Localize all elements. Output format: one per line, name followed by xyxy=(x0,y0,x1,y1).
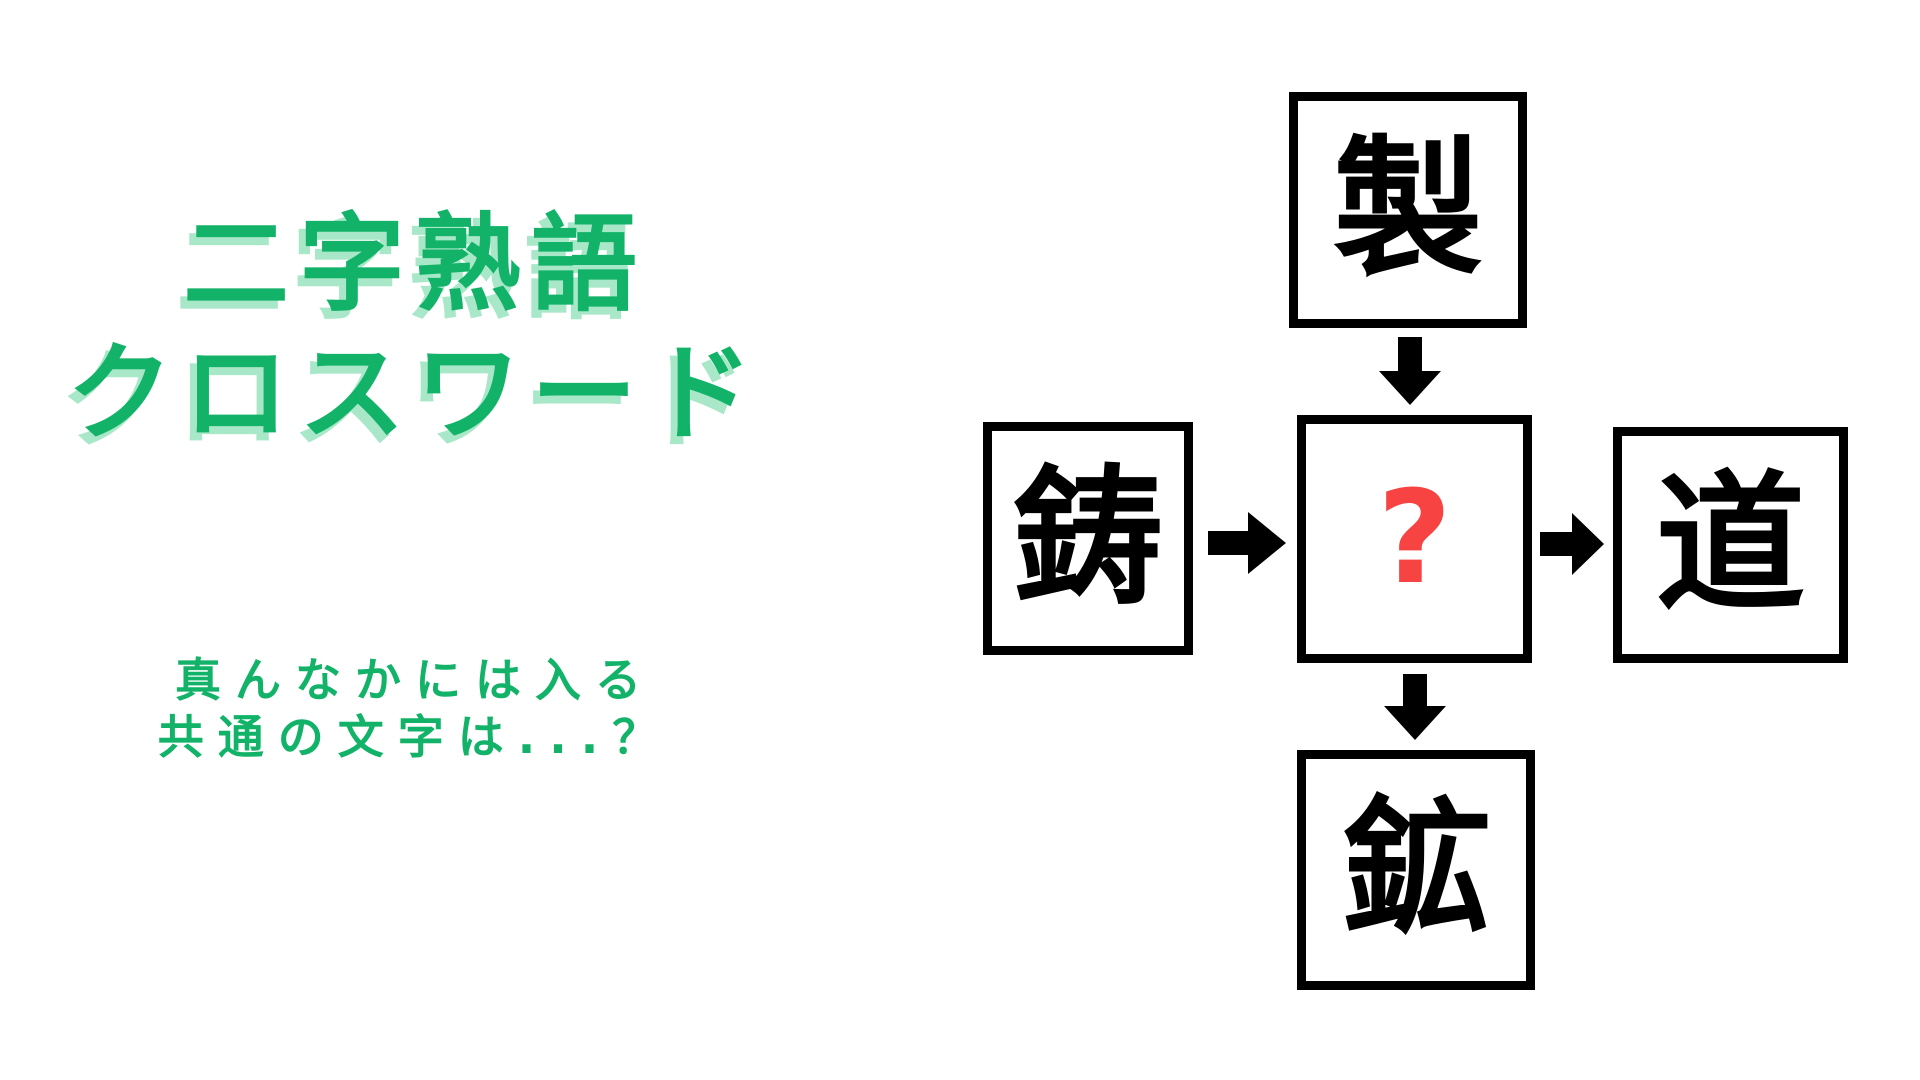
kanji-left: 鋳 xyxy=(1012,451,1163,626)
kanji-right: 道 xyxy=(1655,458,1806,632)
question-mark: ? xyxy=(1377,464,1452,613)
arrow-right-icon xyxy=(1540,513,1604,575)
title-line-1: 二字熟語 xyxy=(183,203,647,326)
arrow-down-icon xyxy=(1379,337,1441,405)
crossword-cell-bottom: 鉱 xyxy=(1297,750,1535,990)
subtitle: 真んなかには入る 共通の文字は...？ xyxy=(0,652,830,766)
arrow-down-icon xyxy=(1384,674,1446,740)
subtitle-line-1: 真んなかには入る xyxy=(175,653,655,707)
crossword-cell-left: 鋳 xyxy=(983,422,1193,655)
kanji-bottom: 鉱 xyxy=(1340,783,1491,957)
crossword-cell-right: 道 xyxy=(1613,427,1848,663)
title-line-2: クロスワード xyxy=(67,332,763,456)
arrow-right-icon xyxy=(1208,512,1286,574)
crossword-cell-top: 製 xyxy=(1289,92,1527,328)
kanji-top: 製 xyxy=(1332,123,1483,297)
page-title: 二字熟語 クロスワード xyxy=(0,200,830,459)
crossword-cell-center: ? xyxy=(1297,415,1532,663)
subtitle-line-2: 共通の文字は...？ xyxy=(157,710,673,765)
